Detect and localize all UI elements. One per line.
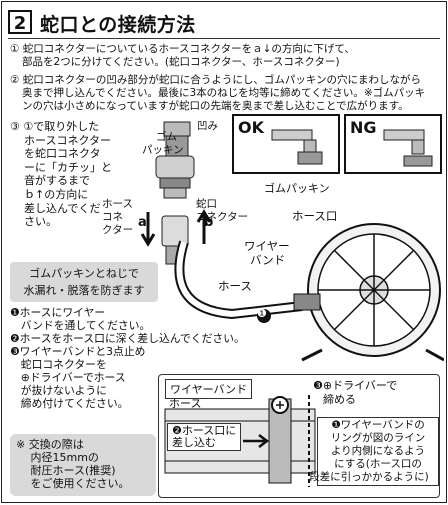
label-kuta: クター bbox=[102, 224, 134, 236]
step3-line: ーに「カチッ」と bbox=[24, 160, 112, 174]
step3-line: 差し込んでくだ bbox=[24, 201, 101, 215]
step3-text: ③ ①で取り外した ホースコネクター を蛇口コネクタ ーに「カチッ」と 音がする… bbox=[10, 120, 112, 229]
note-line: をご使用ください。 bbox=[16, 477, 130, 490]
bottom-step-line: 締め付けてください。 bbox=[10, 397, 129, 410]
label-hose: ホース bbox=[102, 198, 133, 210]
leak-note-line: 水漏れ・脱落を防ぎます bbox=[23, 284, 145, 297]
step1-line: 部品を2つに分けてください。(蛇口コネクター、ホースコネクター) bbox=[22, 56, 340, 68]
detail-warn-line: にする(ホース口の bbox=[334, 458, 422, 470]
label-hose-main: ホース bbox=[218, 279, 252, 293]
step2-line: 奥まで押し込んでください。最後に3本のねじを均等に締めてください。※ゴムパッキ bbox=[22, 87, 426, 99]
detail-warn-line: より内側になるよう bbox=[330, 445, 426, 457]
label-kone: コネ bbox=[102, 211, 123, 223]
detail-warn-line: ❶ワイヤーバンドの bbox=[331, 419, 425, 431]
note-line: 内径15mmの bbox=[16, 451, 99, 464]
detail-screw-1: ❸⊕ドライバーで bbox=[313, 379, 398, 392]
label-connector: コネクター bbox=[196, 211, 249, 223]
section-number: 2 bbox=[8, 10, 32, 34]
leak-prevention-note: ゴムパッキンとねじで 水漏れ・脱落を防ぎます bbox=[10, 262, 158, 302]
label-wire-band-1: ワイヤー bbox=[244, 239, 290, 253]
step2-text: ② 蛇口コネクターの凹み部分が蛇口に合うようにし、ゴムパッキンの穴にまわしながら… bbox=[10, 74, 425, 113]
step1-text: ① 蛇口コネクターについているホースコネクターをａ↓の方向に下げて、 部品を2つ… bbox=[10, 43, 355, 69]
step3-line: 音がするまで bbox=[24, 174, 90, 188]
faucet-ng-icon bbox=[383, 129, 433, 167]
detail-hose-label: ホース bbox=[169, 397, 202, 410]
detail-warning-label: ❶ワイヤーバンドの リングが図のライン より内側になるよう にする(ホース口の … bbox=[309, 417, 439, 486]
label-jaguchi: 蛇口 bbox=[196, 198, 217, 210]
label-hose-mouth: ホース口 bbox=[292, 209, 338, 223]
connector-illustration bbox=[140, 121, 212, 265]
detail-warn-line: リングが図のライン bbox=[330, 432, 426, 444]
bottom-step-line: ❶ホースにワイヤー bbox=[10, 306, 106, 319]
step1-line: ① 蛇口コネクターについているホースコネクターをａ↓の方向に下げて、 bbox=[10, 43, 355, 55]
bottom-steps: ❶ホースにワイヤー バンドを通してください。 ❷ホースをホース口に深く差し込んで… bbox=[10, 306, 245, 410]
bottom-step-line: バンドを通してください。 bbox=[10, 319, 151, 332]
gom-packing-label: ゴムパッキン bbox=[264, 182, 330, 195]
note-line: ※ 交換の際は bbox=[16, 438, 84, 451]
label-a: a bbox=[138, 215, 147, 230]
section-header: 2 蛇口との接続方法 bbox=[8, 8, 440, 39]
section-title: 蛇口との接続方法 bbox=[40, 14, 196, 36]
detail-warn-line: 段差に引っかかるように) bbox=[309, 471, 429, 483]
marker-1: ❶ bbox=[257, 307, 267, 320]
ng-box: NG bbox=[344, 114, 442, 174]
bottom-step-line: が抜けないように bbox=[10, 384, 107, 397]
detail-wire-band-label: ワイヤーバンド bbox=[165, 379, 253, 399]
hose-reel-illustration bbox=[174, 223, 444, 362]
leak-note-line: ゴムパッキンとねじで bbox=[29, 267, 139, 280]
step3-line: ③ ①で取り外した bbox=[10, 120, 100, 133]
detail-insert-label: ❷ホース口に 差し込む bbox=[167, 423, 242, 451]
step3-line: さい。 bbox=[24, 215, 57, 229]
detail-insert-line: 差し込む bbox=[172, 436, 216, 449]
step2-line: ② 蛇口コネクターの凹み部分が蛇口に合うようにし、ゴムパッキンの穴にまわしながら bbox=[10, 74, 422, 86]
bottom-step-line: ❸ワイヤーバンドと3点止め bbox=[10, 345, 146, 358]
label-b: b bbox=[204, 215, 214, 230]
bottom-step-line: ⊕ドライバーでホース bbox=[10, 371, 126, 384]
step3-line: ｂ↑の方向に bbox=[24, 187, 89, 201]
detail-screw-2: 締める bbox=[323, 393, 356, 406]
ok-label: OK bbox=[238, 118, 264, 137]
step3-line: を蛇口コネクタ bbox=[24, 147, 101, 161]
replacement-note: ※ 交換の際は 内径15mmの 耐圧ホース(推奨) をご使用ください。 bbox=[10, 434, 156, 496]
step3-line: ホースコネクター bbox=[24, 133, 112, 147]
ng-label: NG bbox=[350, 118, 377, 137]
label-wire-band-2: バンド bbox=[250, 253, 286, 267]
bottom-step-line: ❷ホースをホース口に深く差し込んでください。 bbox=[10, 332, 245, 345]
bottom-step-line: 蛇口コネクターを bbox=[10, 358, 107, 371]
label-hekomi: 凹み bbox=[197, 120, 218, 132]
note-line: 耐圧ホース(推奨) bbox=[16, 464, 116, 477]
step2-line: ンの穴は小さめになっていますが蛇口の先端を奥まで差し込むことで広がります。 bbox=[22, 100, 409, 112]
detail-insert-line: ❷ホース口に bbox=[172, 424, 237, 437]
ok-box: OK bbox=[232, 114, 340, 174]
faucet-ok-icon bbox=[271, 129, 323, 165]
detail-diagram: ワイヤーバンド ホース ❸⊕ドライバーで 締める ❷ホース口に 差し込む ❶ワイ… bbox=[158, 374, 440, 498]
label-gomu: ゴム bbox=[156, 131, 177, 143]
label-packing: パッキン bbox=[142, 144, 184, 156]
